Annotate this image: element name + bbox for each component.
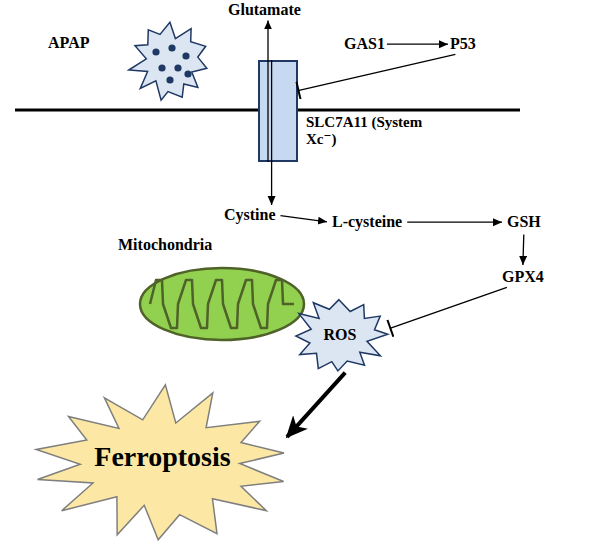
arrow-connector — [387, 44, 448, 45]
arrow-connector — [281, 216, 328, 222]
drug-particle — [182, 52, 189, 59]
molecule-label: L-cysteine — [330, 212, 404, 232]
ferro-label: Ferroptosis — [94, 441, 230, 473]
label-node: P53 — [448, 34, 478, 54]
molecule-label: P53 — [448, 34, 478, 54]
cristae — [150, 280, 294, 328]
outer-membrane — [140, 268, 304, 340]
label-node: GAS1 — [342, 34, 387, 54]
label-node: GPX4 — [500, 267, 546, 287]
arrow-connector — [522, 234, 524, 265]
ros-label: ROS — [324, 326, 357, 344]
arrow-connector — [287, 373, 345, 437]
arrow-connector — [407, 222, 502, 223]
drug-particle — [168, 44, 175, 51]
label-node: Cystine — [222, 205, 278, 225]
arrow-connector — [271, 60, 272, 205]
arrow-connector — [267, 20, 268, 162]
ferro-node: Ferroptosis — [30, 382, 295, 548]
mitochondrion-drawing — [136, 264, 308, 344]
molecule-label: GPX4 — [500, 267, 546, 287]
molecule-label: GAS1 — [342, 34, 387, 54]
label-node: Glutamate — [226, 0, 303, 20]
inhibition-connector — [390, 287, 507, 328]
star-outline — [129, 22, 207, 100]
ros-node: ROS — [288, 294, 392, 376]
label-node: L-cysteine — [330, 212, 404, 232]
molecule-label: GSH — [505, 212, 543, 232]
inhibition-connector — [298, 54, 455, 90]
apap-label: APAP — [48, 34, 89, 52]
molecule-label: Glutamate — [226, 0, 303, 20]
drug-particle — [174, 64, 181, 71]
apap-node: APAP — [44, 18, 214, 108]
label-node: GSH — [505, 212, 543, 232]
drug-particle — [166, 76, 173, 83]
mito-node: Mitochondria — [112, 236, 312, 348]
transporter-label: SLC7A11 (System Xc⁻) — [306, 114, 426, 149]
drug-molecule-star — [126, 18, 214, 106]
drug-particle — [152, 48, 159, 55]
molecule-label: Cystine — [222, 205, 278, 225]
drug-particle — [184, 70, 191, 77]
mito-label: Mitochondria — [118, 236, 212, 254]
transporter-node: SLC7A11 (System Xc⁻) — [258, 60, 298, 162]
drug-particle — [158, 64, 165, 71]
